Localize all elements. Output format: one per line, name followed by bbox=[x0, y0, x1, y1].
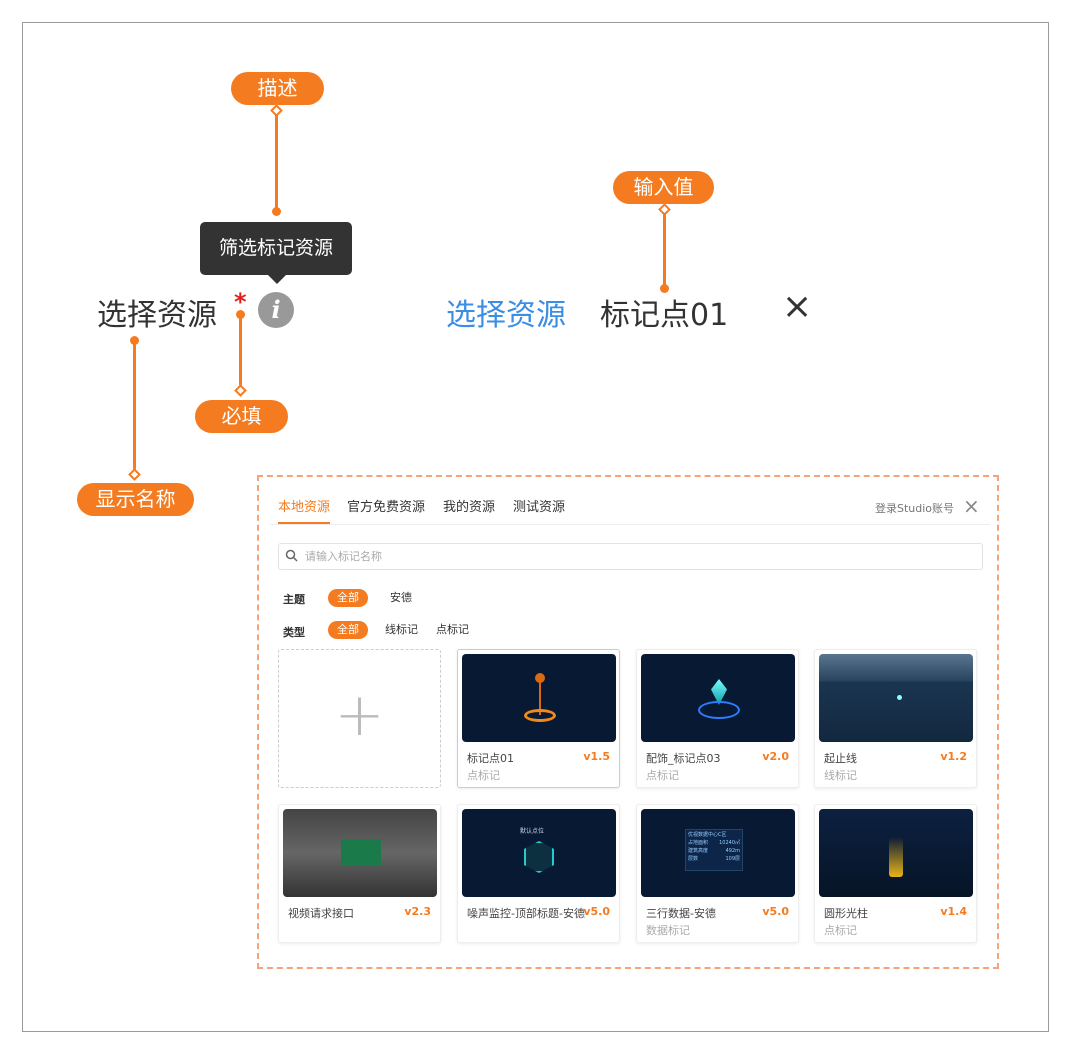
card-type: 点标记 bbox=[646, 769, 679, 782]
card-name: 标记点01 bbox=[467, 752, 514, 765]
resource-card[interactable]: 圆形光柱 点标记 v1.4 bbox=[814, 804, 977, 943]
resource-card[interactable]: 默认点位 噪声监控-顶部标题-安德 v5.0 bbox=[457, 804, 620, 943]
card-version: v2.0 bbox=[762, 750, 789, 763]
type-chip-point[interactable]: 点标记 bbox=[436, 623, 469, 636]
theme-chip-all[interactable]: 全部 bbox=[328, 589, 368, 607]
card-type: 线标记 bbox=[824, 769, 857, 782]
card-type: 点标记 bbox=[467, 769, 500, 782]
connector-line bbox=[275, 114, 278, 210]
resource-card[interactable]: 标记点01 点标记 v1.5 bbox=[457, 649, 620, 788]
annotation-display-name: 显示名称 bbox=[77, 483, 194, 516]
field-label: 选择资源 bbox=[97, 298, 217, 333]
card-type: 数据标记 bbox=[646, 924, 690, 937]
resource-card[interactable]: 视频请求接口 v2.3 bbox=[278, 804, 441, 943]
thumbnail bbox=[462, 654, 616, 742]
card-name: 圆形光柱 bbox=[824, 907, 868, 920]
active-tab-indicator bbox=[278, 522, 330, 524]
resource-picker-panel bbox=[257, 475, 999, 969]
card-name: 噪声监控-顶部标题-安德 bbox=[467, 907, 585, 920]
tab-official-free[interactable]: 官方免费资源 bbox=[347, 500, 426, 515]
clear-icon[interactable]: × bbox=[782, 286, 813, 327]
info-icon[interactable]: i bbox=[258, 292, 294, 328]
thumbnail bbox=[641, 654, 795, 742]
search-icon bbox=[285, 549, 298, 562]
tab-local[interactable]: 本地资源 bbox=[278, 500, 331, 515]
connector-line bbox=[239, 314, 242, 386]
tooltip: 筛选标记资源 bbox=[200, 222, 352, 284]
resource-card[interactable]: 优视数据中心C区 占地面积 10240㎡ 建筑高度 492m 层数 109层 三… bbox=[636, 804, 799, 943]
divider bbox=[270, 524, 990, 525]
annotation-input-value: 输入值 bbox=[613, 171, 714, 204]
connector-line bbox=[133, 340, 136, 470]
required-mark: * bbox=[234, 288, 247, 316]
card-version: v1.4 bbox=[940, 905, 967, 918]
select-resource-link[interactable]: 选择资源 bbox=[446, 298, 566, 333]
card-version: v1.5 bbox=[583, 750, 610, 763]
card-version: v2.3 bbox=[404, 905, 431, 918]
search-input[interactable]: 请输入标记名称 bbox=[278, 543, 983, 570]
selected-value: 标记点01 bbox=[600, 298, 729, 333]
card-version: v5.0 bbox=[762, 905, 789, 918]
plus-icon: + bbox=[334, 680, 385, 750]
card-name: 视频请求接口 bbox=[288, 907, 354, 920]
type-chip-line[interactable]: 线标记 bbox=[385, 623, 418, 636]
theme-label: 主题 bbox=[283, 593, 305, 606]
annotation-describe: 描述 bbox=[231, 72, 324, 105]
add-resource-card[interactable]: + bbox=[278, 649, 441, 788]
resource-card[interactable]: 配饰_标记点03 点标记 v2.0 bbox=[636, 649, 799, 788]
card-version: v1.2 bbox=[940, 750, 967, 763]
connector-line bbox=[663, 213, 666, 287]
card-name: 三行数据-安德 bbox=[646, 907, 716, 920]
card-name: 配饰_标记点03 bbox=[646, 752, 721, 765]
resource-card[interactable]: 起止线 线标记 v1.2 bbox=[814, 649, 977, 788]
type-chip-all[interactable]: 全部 bbox=[328, 621, 368, 639]
thumbnail bbox=[819, 654, 973, 742]
card-name: 起止线 bbox=[824, 752, 857, 765]
card-type: 点标记 bbox=[824, 924, 857, 937]
diagram-frame bbox=[22, 22, 1049, 1032]
type-label: 类型 bbox=[283, 626, 305, 639]
card-version: v5.0 bbox=[583, 905, 610, 918]
connector-dot bbox=[272, 207, 281, 216]
tab-test[interactable]: 测试资源 bbox=[513, 500, 566, 515]
thumbnail bbox=[283, 809, 437, 897]
thumbnail: 默认点位 bbox=[462, 809, 616, 897]
thumb-text: 优视数据中心C区 bbox=[688, 832, 727, 838]
tab-mine[interactable]: 我的资源 bbox=[443, 500, 496, 515]
close-icon[interactable]: × bbox=[963, 494, 980, 518]
annotation-required: 必填 bbox=[195, 400, 288, 433]
thumbnail bbox=[819, 809, 973, 897]
login-studio-link[interactable]: 登录Studio账号 bbox=[875, 502, 955, 515]
thumbnail: 优视数据中心C区 占地面积 10240㎡ 建筑高度 492m 层数 109层 bbox=[641, 809, 795, 897]
thumb-text: 默认点位 bbox=[520, 828, 545, 835]
connector-dot bbox=[660, 284, 669, 293]
theme-chip-ande[interactable]: 安德 bbox=[390, 591, 412, 604]
